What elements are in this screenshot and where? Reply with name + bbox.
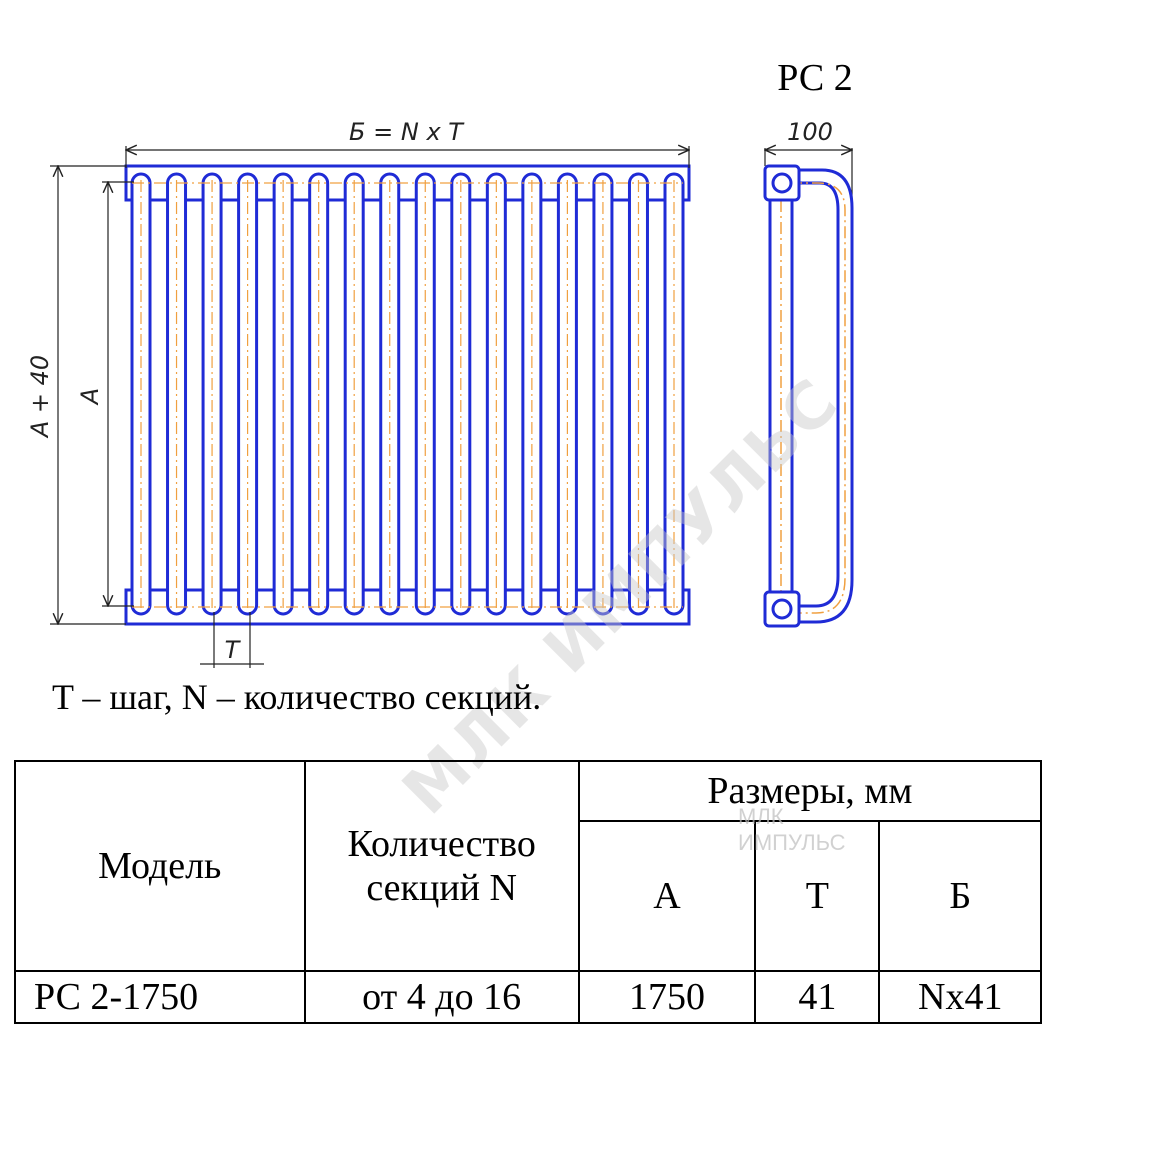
top-collector xyxy=(124,164,691,202)
cell-t: 41 xyxy=(754,970,881,1024)
cell-b: Nx41 xyxy=(878,970,1042,1024)
header-model: Модель xyxy=(14,760,306,972)
radiator-drawing: Б = N x T A + 40 A T 100 РС 2 xyxy=(26,57,854,668)
header-t: T xyxy=(754,820,881,972)
cell-model: РС 2-1750 xyxy=(14,970,306,1024)
header-b: Б xyxy=(878,820,1042,972)
dim-width-label: Б = N x T xyxy=(349,118,465,146)
radiator-front-view xyxy=(124,164,691,626)
table-row: РС 2-1750 от 4 до 16 1750 41 Nx41 xyxy=(14,970,1042,1024)
watermark-logo-line1: МЛК xyxy=(738,804,784,829)
header-a: A xyxy=(577,820,757,972)
dim-step-label: T xyxy=(225,636,242,664)
radiator-side-view xyxy=(763,164,854,628)
cell-count: от 4 до 16 xyxy=(303,970,580,1024)
header-count: Количество секций N xyxy=(303,760,580,972)
legend-note: T – шаг, N – количество секций. xyxy=(52,677,542,717)
watermark-logo: МЛК ИМПУЛЬС xyxy=(676,800,876,860)
dimension-lines xyxy=(50,146,852,668)
dim-height-label: A xyxy=(76,388,104,406)
bottom-collector xyxy=(124,588,691,626)
dim-depth-label: 100 xyxy=(787,118,833,146)
header-sizes: Размеры, мм xyxy=(577,760,1043,822)
cell-a: 1750 xyxy=(577,970,757,1024)
side-view-title: РС 2 xyxy=(777,57,852,99)
spec-table: Модель Количество секций N Размеры, мм A… xyxy=(14,760,1043,1024)
dim-height-total-label: A + 40 xyxy=(26,355,54,439)
watermark-logo-line2: ИМПУЛЬС xyxy=(738,830,846,855)
